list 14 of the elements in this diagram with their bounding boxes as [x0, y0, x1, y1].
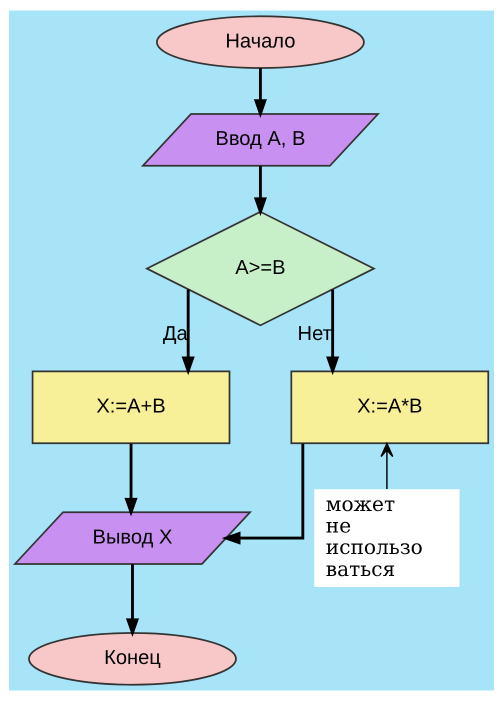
arrow [253, 68, 266, 118]
node-diamond: A>=B [144, 210, 376, 326]
arrow [125, 564, 139, 638]
arrow [124, 444, 138, 517]
node-box: X:=A+B [31, 370, 230, 444]
arrow [221, 444, 304, 545]
node-box: X:=A*B [290, 370, 489, 444]
arrow [181, 290, 194, 376]
arrow [380, 442, 393, 490]
arrow [326, 290, 339, 376]
node-box: может не использо ваться [314, 489, 459, 587]
arrow [253, 166, 266, 216]
node-ellipse: Конец [28, 632, 236, 686]
node-ellipse: Начало [156, 15, 364, 69]
